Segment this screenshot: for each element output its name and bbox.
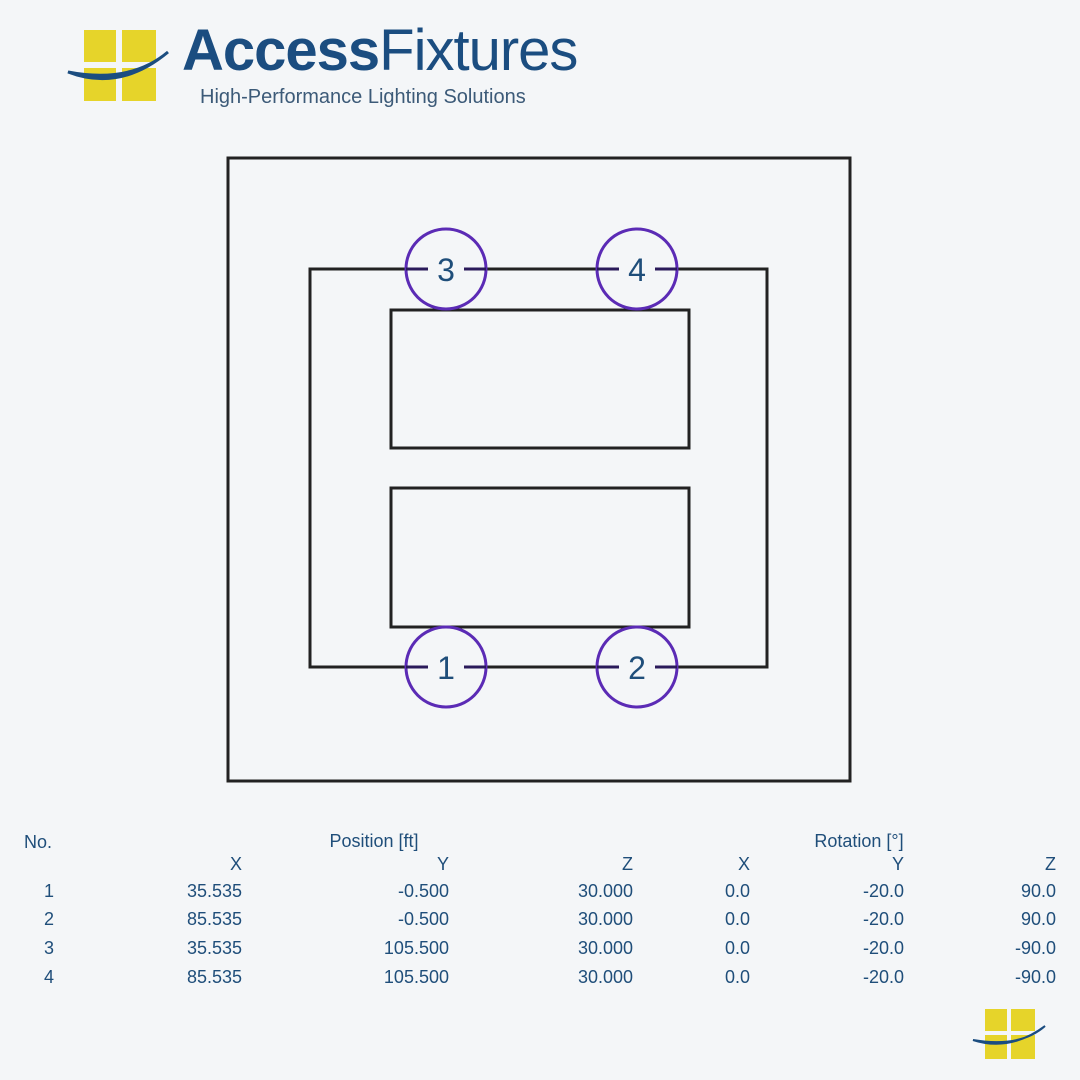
fixture-4-label: 4: [628, 252, 646, 288]
table-cell: -20.0: [862, 881, 904, 901]
row-number: 1: [43, 881, 54, 901]
lower-area: [389, 486, 691, 629]
table-cell: 85.535: [186, 909, 242, 929]
brand-name: AccessFixtures: [182, 18, 578, 83]
site-layout-diagram: [226, 156, 852, 783]
table-cell: 35.535: [186, 881, 242, 901]
table-cell: 30.000: [577, 967, 633, 987]
table-cell: -20.0: [862, 938, 904, 958]
subheader-4: Y: [891, 854, 904, 874]
footer-logo-icon: [972, 1009, 1046, 1059]
row-number: 2: [43, 909, 54, 929]
table-cell: -90.0: [1014, 938, 1056, 958]
subheader-3: X: [737, 854, 750, 874]
subheader-2: Z: [622, 854, 633, 874]
table-cell: 0.0: [724, 967, 750, 987]
table-cell: 30.000: [577, 938, 633, 958]
fixture-2-label: 2: [628, 650, 646, 686]
row-number: 4: [43, 967, 54, 987]
table-cell: 0.0: [724, 909, 750, 929]
table-cell: -0.500: [397, 881, 449, 901]
fixture-3-label: 3: [437, 252, 455, 288]
subheader-0: X: [229, 854, 242, 874]
subheader-1: Y: [436, 854, 449, 874]
brand-tagline: High-Performance Lighting Solutions: [200, 86, 526, 108]
upper-area: [389, 308, 691, 450]
table-cell: -0.500: [397, 909, 449, 929]
table-cell: 105.500: [383, 938, 449, 958]
table-cell: 105.500: [383, 967, 449, 987]
logo-squares-icon: [67, 30, 169, 101]
table-cell: 85.535: [186, 967, 242, 987]
table-cell: 0.0: [724, 938, 750, 958]
position-header: Position [ft]: [329, 831, 419, 851]
table-cell: 30.000: [577, 881, 633, 901]
table-cell: -20.0: [862, 909, 904, 929]
table-cell: -20.0: [862, 967, 904, 987]
table-cell: 90.0: [1020, 881, 1056, 901]
table-cell: -90.0: [1014, 967, 1056, 987]
table-cell: 90.0: [1020, 909, 1056, 929]
subheader-5: Z: [1045, 854, 1056, 874]
rotation-header: Rotation [°]: [814, 831, 904, 851]
table-cell: 35.535: [186, 938, 242, 958]
fixture-markers: [404, 227, 679, 709]
outer-boundary: [226, 156, 852, 783]
inner-boundary: [308, 267, 769, 669]
table-cell: 30.000: [577, 909, 633, 929]
row-number: 3: [43, 938, 54, 958]
fixture-1-label: 1: [437, 650, 455, 686]
table-cell: 0.0: [724, 881, 750, 901]
no-header: No.: [24, 832, 53, 852]
